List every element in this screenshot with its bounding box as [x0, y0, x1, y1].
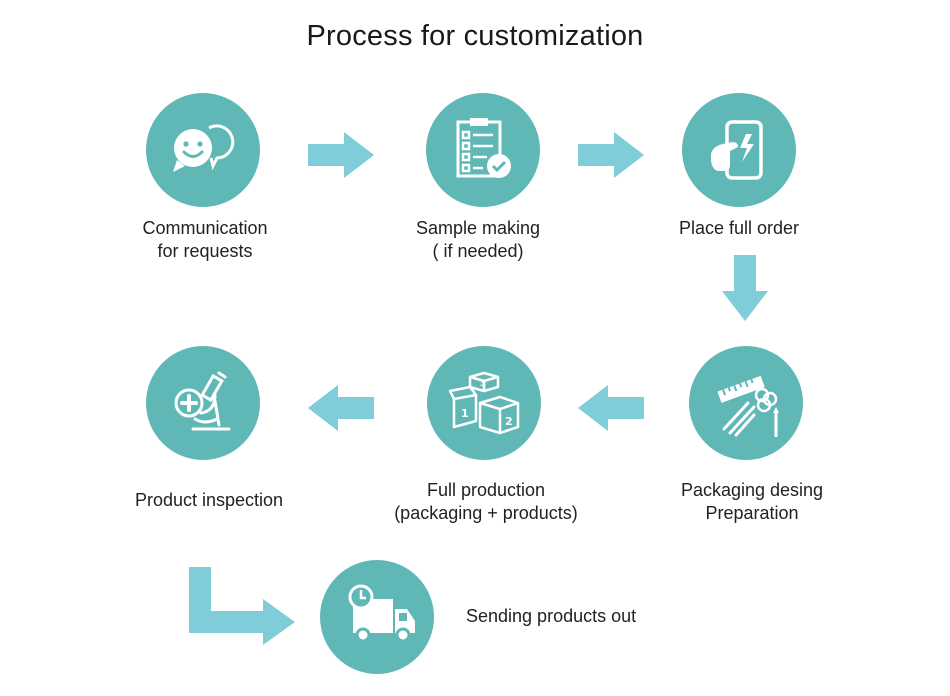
step-4-label: Packaging desing Preparation	[680, 480, 824, 523]
phone-tap-icon	[710, 120, 763, 180]
arrow-right-icon	[578, 132, 644, 178]
design-tools-icon	[717, 375, 779, 437]
boxes-icon: 3 1 2	[448, 371, 520, 435]
step-5-label: Full production (packaging + products)	[394, 480, 578, 523]
step-1-label: Communication for requests	[142, 218, 268, 261]
step-2-label: Sample making ( if needed)	[415, 218, 541, 261]
arrow-left-icon	[308, 385, 374, 431]
svg-text:3: 3	[480, 379, 486, 389]
step-4-circle	[689, 346, 803, 460]
step-3-circle	[682, 93, 796, 207]
svg-text:2: 2	[505, 415, 513, 428]
step-1-circle	[146, 93, 260, 207]
page-title: Process for customization	[306, 20, 644, 52]
step-6-label: Product inspection	[134, 490, 284, 510]
step-6-circle	[146, 346, 260, 460]
step-5-circle: 3 1 2	[427, 346, 541, 460]
checklist-icon	[456, 118, 511, 178]
step-2-circle	[426, 93, 540, 207]
delivery-truck-icon	[348, 584, 415, 643]
step-3-label: Place full order	[678, 218, 800, 238]
arrow-down-icon	[722, 255, 768, 321]
arrow-left-icon	[578, 385, 644, 431]
chat-face-icon	[173, 124, 235, 172]
step-7-label: Sending products out	[466, 606, 637, 626]
arrow-bent-icon	[189, 567, 295, 645]
arrow-right-icon	[308, 132, 374, 178]
microscope-icon	[174, 371, 231, 431]
svg-text:1: 1	[461, 407, 469, 420]
step-7-circle	[320, 560, 434, 674]
